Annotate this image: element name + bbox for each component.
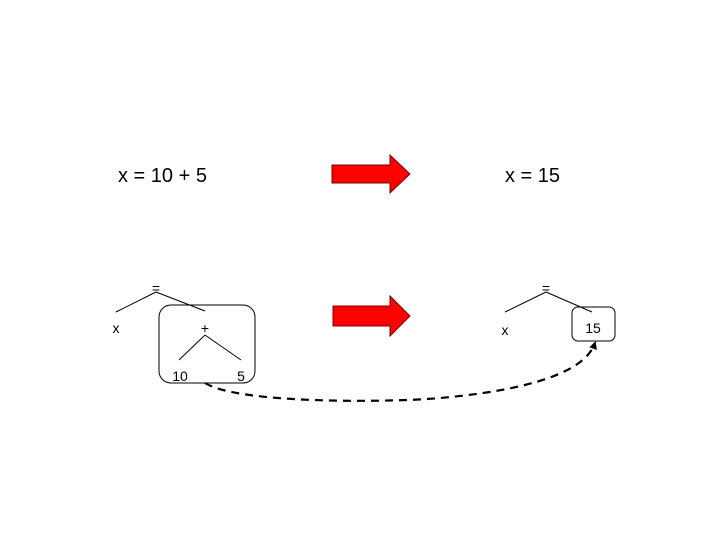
- right-arrow-icon: [331, 153, 411, 195]
- tree-before-edges: [115, 291, 242, 361]
- tree-before-root-label: =: [151, 280, 161, 296]
- result-highlight-box: [571, 306, 616, 342]
- expression-after: x = 15: [505, 165, 561, 187]
- tree-before-plus-label: +: [200, 320, 210, 336]
- tree-after-x-label: x: [501, 322, 509, 338]
- tree-before-operand-5: 5: [237, 368, 245, 384]
- right-arrow-icon: [332, 294, 411, 338]
- expression-before: x = 10 + 5: [118, 165, 207, 187]
- curved-dashed-arrow-icon: [204, 341, 597, 402]
- tree-after-value-15: 15: [585, 320, 601, 336]
- tree-before-operand-10: 10: [172, 368, 188, 384]
- tree-before-x-label: x: [112, 320, 120, 336]
- tree-after-root-label: =: [541, 280, 551, 296]
- tree-after-edges: [504, 291, 593, 313]
